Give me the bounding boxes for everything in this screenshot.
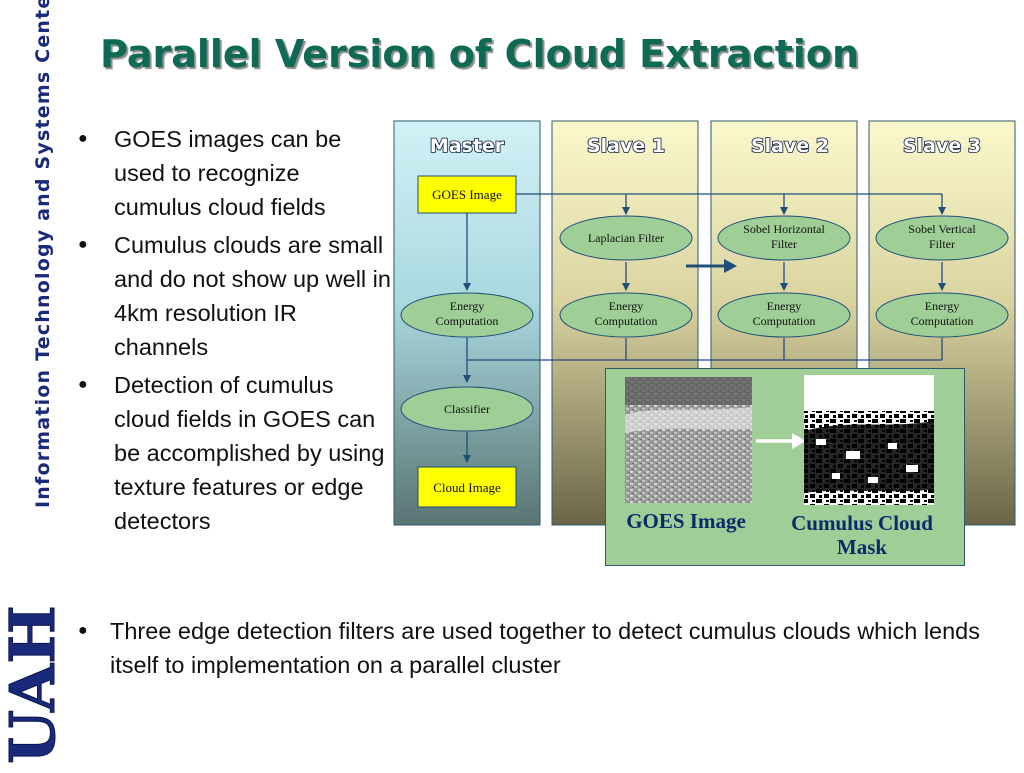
mask-hole [906, 465, 918, 472]
mask-hole [888, 443, 897, 449]
goes-sample-dark-band [625, 377, 752, 405]
sobel-vertical-node [875, 215, 1009, 261]
goes-image-box [417, 175, 517, 214]
mask-hole [846, 451, 860, 459]
inset-graphics [625, 375, 934, 505]
sidebar-vertical-text: Information Technology and Systems Cente… [32, 0, 54, 508]
bullet-item: GOES images can be used to recognize cum… [72, 122, 392, 224]
slave2-energy-node [717, 292, 851, 338]
uah-logo: UAH [0, 605, 60, 764]
goes-image-caption: GOES Image [626, 509, 746, 533]
laplacian-filter-node [559, 215, 693, 261]
goes-image-label: GOES Image [432, 187, 502, 202]
sobel-horizontal-node [717, 215, 851, 261]
column-header-master: Master [430, 135, 505, 157]
mask-hole [868, 477, 878, 483]
laplacian-filter-label: Laplacian Filter [588, 231, 664, 245]
goes-sample-cloud-band [625, 407, 752, 433]
transform-arrow-head [792, 433, 806, 449]
bottom-bullet: Three edge detection filters are used to… [72, 614, 990, 682]
bullet-item: Cumulus clouds are small and do not show… [72, 228, 392, 364]
master-energy-node [400, 292, 534, 338]
parallel-arrow-head [724, 259, 737, 273]
cloud-image-label: Cloud Image [433, 480, 501, 495]
column-header-slave2: Slave 2 [751, 135, 829, 157]
mask-hole [832, 473, 840, 479]
sidebar: Information Technology and Systems Cente… [0, 0, 70, 768]
column-header-slave3: Slave 3 [903, 135, 981, 157]
sidebar-graphic: Information Technology and Systems Cente… [0, 0, 70, 765]
column-header-slave1: Slave 1 [587, 135, 665, 157]
slave3-energy-node [875, 292, 1009, 338]
page-title: Parallel Version of Cloud Extraction [100, 32, 860, 76]
bullet-list: GOES images can be used to recognize cum… [72, 122, 392, 542]
classifier-label: Classifier [444, 402, 490, 416]
classifier-node [400, 386, 534, 432]
mask-hole [816, 439, 826, 445]
slave1-energy-node [559, 292, 693, 338]
cloud-image-box [417, 466, 517, 508]
bullet-item: Detection of cumulus cloud fields in GOE… [72, 368, 392, 538]
